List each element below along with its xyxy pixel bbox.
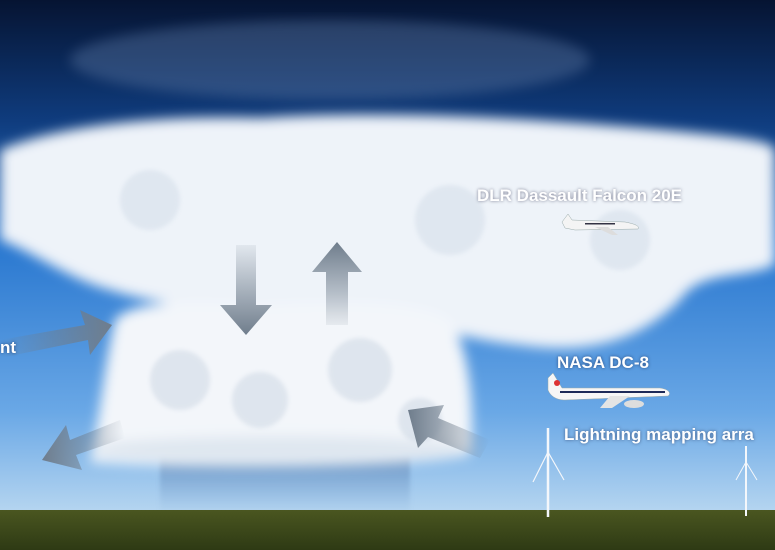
ground [0,510,775,550]
inflow-arrow-right-icon [408,405,490,458]
inflow-arrow-icon [0,310,112,358]
updraft-arrow-icon [312,242,362,325]
high-haze [70,20,590,100]
falcon-label: DLR Dassault Falcon 20E [477,186,683,205]
lightning-mapping-array-label: Lightning mapping arra [564,425,754,444]
inflow-label: nt [0,338,17,357]
lightning-mapping-antenna-icon [532,428,565,517]
downdraft-arrow-icon [220,245,272,335]
dc8-aircraft-icon [547,372,670,408]
outflow-arrow-icon [42,420,125,470]
falcon-aircraft-icon [561,213,639,235]
dc8-label: NASA DC-8 [557,353,649,372]
lightning-mapping-antenna-icon [735,446,758,516]
